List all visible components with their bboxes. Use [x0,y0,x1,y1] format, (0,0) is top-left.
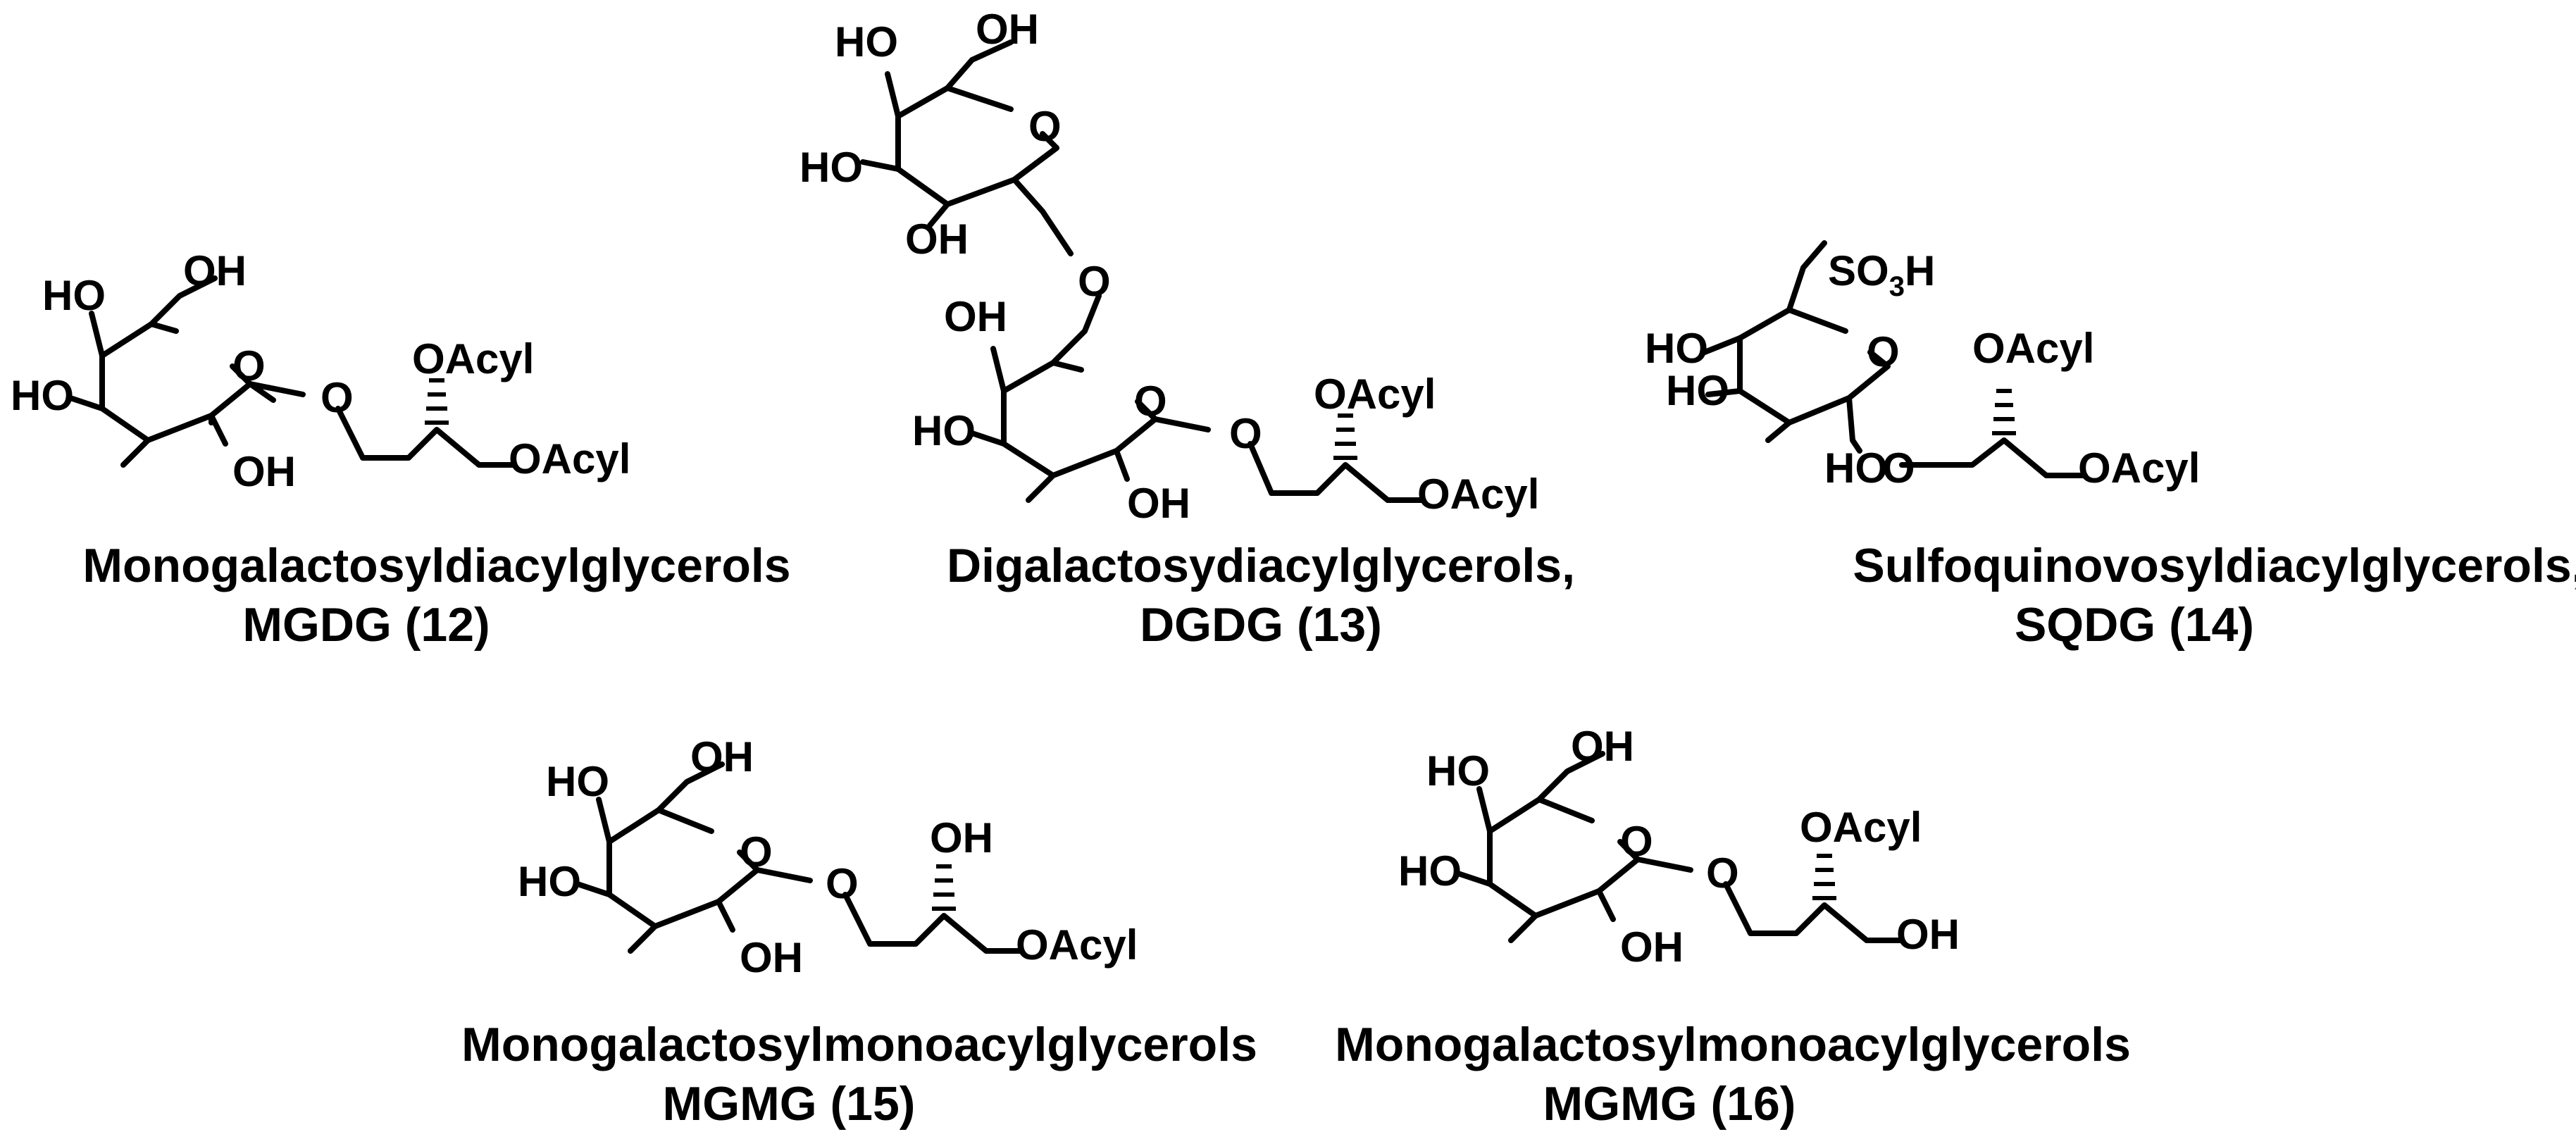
sqdg-oacyl-label-2: OAcyl [2078,444,2200,492]
mgdg-name: Monogalactosyldiacylglycerols [82,539,790,592]
mgmg15-oacyl-label: OAcyl [1016,921,1138,969]
sqdg-name: Sulfoquinovosyldiacylglycerols, [1853,539,2576,592]
dgdg-link-o-label: O [1078,258,1111,305]
sqdg-structure: SO3H O HO HO HO O OAcyl OAcyl Sulfoquino… [1645,240,2576,652]
mgdg-oh-label-2: OH [232,448,296,495]
mgdg-glyco-o-label: O [321,374,354,421]
dgdg-oh-label-2: OH [905,216,969,263]
mgmg15-hash-bond [932,864,956,911]
dgdg-code: DGDG (13) [1140,598,1382,652]
sqdg-glyco-o-label: O [1882,444,1915,492]
mgdg-structure: HO OH O HO OH O OAcyl OAcyl Monogalactos… [11,247,791,652]
dgdg-oh-label: OH [976,6,1039,53]
mgmg15-oh-label: OH [690,733,754,780]
dgdg-ho-label-2: HO [799,144,863,191]
mgmg15-glyco-o-label: O [826,860,859,907]
mgmg15-ho-label: HO [546,758,609,805]
mgdg-hash-bond [425,378,449,425]
mgdg-ho-label: HO [42,272,106,319]
sqdg-code: SQDG (14) [2015,598,2254,652]
mgdg-oacyl-label-2: OAcyl [509,435,630,483]
dgdg-oacyl-label-2: OAcyl [1417,471,1539,518]
mgmg15-structure: HO OH O HO OH O OH OAcyl Monogalactosylm… [461,733,1257,1131]
dgdg-ho-label: HO [835,18,898,66]
mgmg16-ho-label-2: HO [1398,847,1462,895]
dgdg-oh-label-4: OH [1127,480,1190,527]
dgdg-glyco-o-label: O [1229,410,1262,457]
sqdg-ho-label: HO [1645,325,1708,372]
mgdg-ring-o-label: O [232,342,266,390]
sqdg-so3-label: SO3H [1828,247,1935,302]
dgdg-hash-bond [1333,413,1357,460]
sqdg-ho-label-3: HO [1824,444,1888,492]
mgmg16-oh-label-3: OH [1896,911,1960,958]
mgmg16-oh-label: OH [1571,723,1634,770]
mgmg16-oh-label-2: OH [1620,923,1684,971]
sqdg-ho-label-2: HO [1666,367,1729,414]
mgmg15-ring-o-label: O [740,828,773,876]
mgmg15-ho-label-2: HO [518,858,581,905]
mgmg16-glyco-o-label: O [1706,849,1739,897]
sqdg-hash-bond [1992,389,2016,435]
mgmg16-structure: HO OH O HO OH O OAcyl OH Monogalactosylm… [1335,723,2131,1131]
mgmg15-name: Monogalactosylmonoacylglycerols [461,1018,1257,1071]
mgdg-oacyl-label: OAcyl [412,335,534,382]
mgmg16-ring-o-label: O [1620,818,1653,865]
mgdg-ho-label-2: HO [11,372,74,419]
mgdg-oh-label: OH [183,247,247,294]
dgdg-ho-label-3: HO [912,407,976,454]
mgmg16-hash-bond [1812,854,1836,900]
mgmg15-oh-label-3: OH [930,814,993,861]
mgmg16-oacyl-label: OAcyl [1800,804,1922,851]
dgdg-ring-o-label-2: O [1134,378,1167,425]
mgmg16-ho-label: HO [1426,747,1490,795]
sqdg-ring-o-label: O [1867,328,1900,375]
dgdg-oh-label-3: OH [944,293,1007,340]
dgdg-ring-o-label: O [1028,103,1062,150]
dgdg-oacyl-label: OAcyl [1314,371,1436,418]
mgmg15-oh-label-2: OH [740,934,803,981]
mgmg15-code: MGMG (15) [663,1077,916,1131]
sqdg-oacyl-label: OAcyl [1972,325,2094,372]
mgmg16-code: MGMG (16) [1543,1077,1796,1131]
dgdg-name: Digalactosydiacylglycerols, [947,539,1575,592]
mgmg16-name: Monogalactosylmonoacylglycerols [1335,1018,2131,1071]
mgdg-code: MGDG (12) [242,598,490,652]
dgdg-structure: HO OH O HO OH O OH O HO OH O OAcyl OAcyl… [799,6,1575,652]
